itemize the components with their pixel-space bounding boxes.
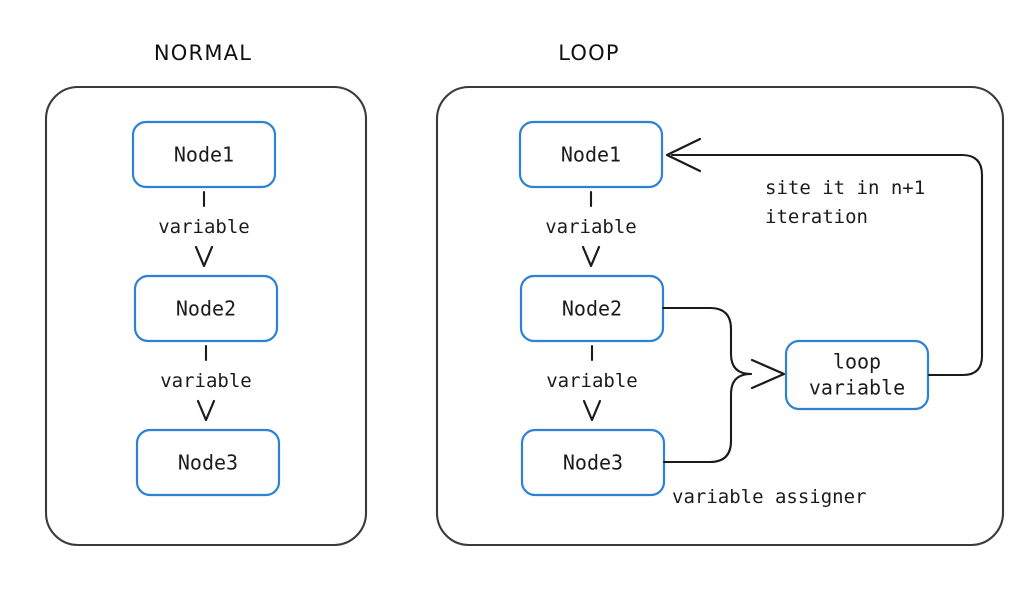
normal-edge-1-2-arrow-icon [194,245,214,268]
loop-edge-2-3-label: variable [546,370,638,392]
normal-node1-box[interactable] [131,120,277,189]
assigner-note-label: variable assigner [672,486,866,508]
normal-node3-label: Node3 [178,451,238,475]
loop-node2-label: Node2 [562,297,622,321]
loop-variable-label-line1: loop [833,350,881,374]
normal-node2-box[interactable] [133,274,279,343]
normal-node1-label: Node1 [174,143,234,167]
loop-node1-label: Node1 [561,143,621,167]
loop-feedback-arrow-icon [665,137,702,173]
loop-node1-box[interactable] [518,120,664,189]
normal-edge-1-2-label: variable [158,216,250,238]
loop-edge-1-2-label: variable [545,216,637,238]
loop-container [435,85,1005,547]
loop-edge-1-2-arrow-icon [581,245,601,268]
normal-edge-2-3-arrow-icon [196,399,216,422]
loop-node2-to-variable-connector [661,306,753,376]
normal-edge-2-3-label: variable [160,370,252,392]
loop-node3-to-variable-connector [662,372,753,464]
loop-edge-2-3-arrow-icon [582,399,602,422]
loop-feedback-connector [670,153,984,377]
feedback-note-line2: iteration [765,206,868,228]
loop-variable-arrow-icon [750,358,786,390]
normal-container [44,85,368,547]
normal-node3-box[interactable] [135,428,281,497]
panel-title-normal: NORMAL [154,41,252,65]
loop-variable-label-line2: variable [809,376,905,400]
feedback-note-line1: site it in n+1 [765,177,925,199]
normal-node2-label: Node2 [176,297,236,321]
loop-node3-label: Node3 [563,451,623,475]
panel-title-loop: LOOP [558,41,619,65]
